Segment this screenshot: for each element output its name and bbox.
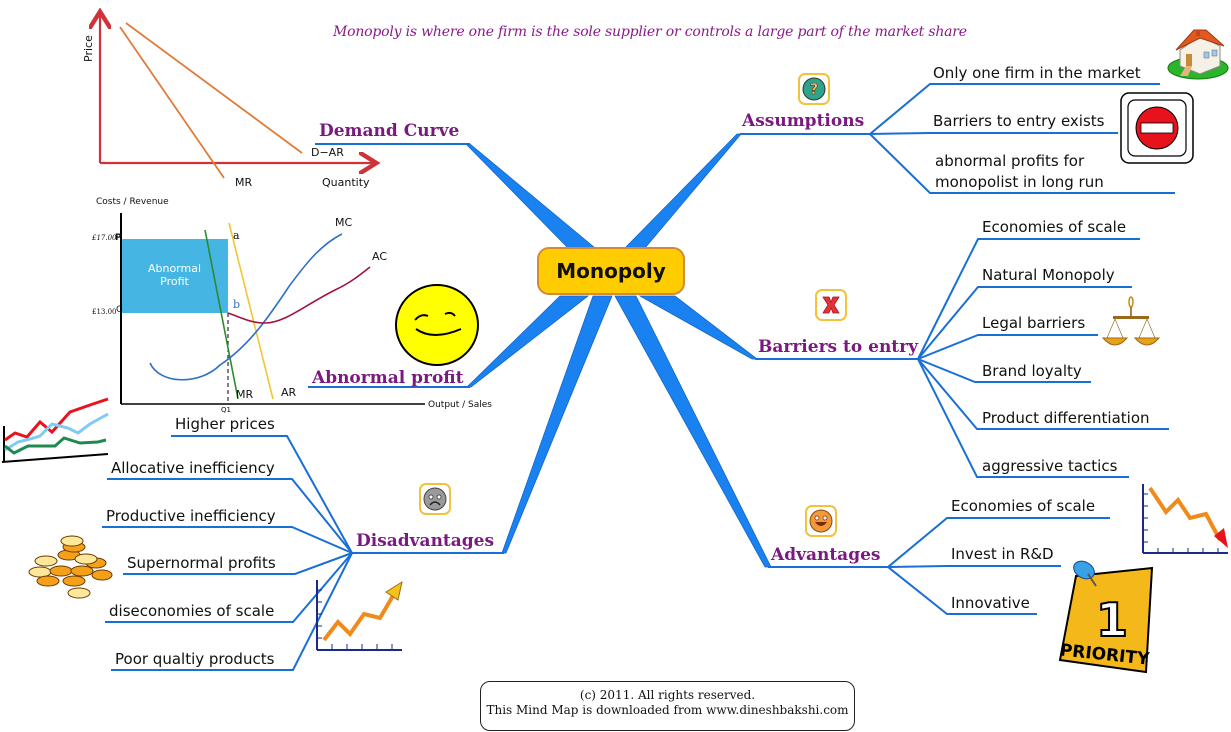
mr-line [119, 26, 225, 179]
central-topic-monopoly[interactable]: Monopoly [537, 247, 685, 295]
branch-disadvantages[interactable]: Disadvantages [356, 531, 495, 551]
barriers-icon-box [815, 289, 847, 321]
assumption-item-1[interactable]: Only one firm in the market [933, 64, 1141, 82]
cost-letter: C [116, 305, 123, 315]
sad-face-icon [423, 487, 447, 511]
point-a-label: a [233, 229, 240, 242]
priority-note-icon: 1 PRIORITY [1058, 560, 1154, 674]
ac-curve [227, 266, 371, 324]
disadvantage-item-1[interactable]: Higher prices [175, 415, 275, 433]
disadvantage-item-2[interactable]: Allocative inefficiency [111, 459, 275, 477]
branch-assumptions[interactable]: Assumptions [742, 111, 865, 131]
scales-of-justice-icon [1101, 296, 1161, 346]
price-tick-label: £17.00 [92, 234, 117, 242]
connector-demand-curve [465, 143, 597, 249]
abnormal-profit-graph [120, 213, 425, 405]
point-b-label: b [233, 298, 241, 311]
assumption-item-2[interactable]: Barriers to entry exists [933, 112, 1105, 130]
branch-barriers-to-entry[interactable]: Barriers to entry [758, 337, 918, 357]
assumptions-icon-box: ? [798, 73, 830, 105]
mc-label: MC [335, 216, 353, 229]
barrier-item-6[interactable]: aggressive tactics [982, 457, 1118, 475]
assumption-item-3-line2[interactable]: monopolist in long run [935, 173, 1104, 191]
branch-demand-curve[interactable]: Demand Curve [319, 121, 460, 141]
priority-number: 1 [1096, 593, 1128, 647]
happy-face-icon [809, 509, 833, 533]
copyright-line: (c) 2011. All rights reserved. [579, 688, 756, 702]
advantages-icon-box [805, 505, 837, 537]
smiley-face-icon [395, 284, 479, 366]
cost-tick-label: £13.00 [92, 308, 117, 316]
disadvantage-item-6[interactable]: Poor qualtiy products [115, 650, 275, 668]
disadvantage-item-4[interactable]: Supernormal profits [127, 554, 276, 572]
disadvantage-item-5[interactable]: diseconomies of scale [109, 602, 275, 620]
assumption-item-3-line1[interactable]: abnormal profits for [935, 152, 1085, 170]
line-chart-clipart-icon [1, 397, 109, 463]
mc-curve [149, 233, 343, 381]
price-letter: P [115, 233, 122, 243]
branch-advantages[interactable]: Advantages [771, 545, 881, 565]
advantage-item-2[interactable]: Invest in R&D [951, 545, 1054, 563]
question-icon: ? [802, 77, 826, 101]
ar-label: AR [281, 386, 297, 399]
abnormal-profit-region [121, 239, 228, 313]
ac-label: AC [372, 250, 388, 263]
mr-curve [204, 229, 239, 400]
x-mark-icon [822, 296, 840, 314]
connector-abnormal-profit [466, 295, 590, 388]
coins-stack-icon [28, 535, 113, 599]
barrier-item-3[interactable]: Legal barriers [982, 314, 1086, 332]
abnormal-x-axis-label: Output / Sales [428, 400, 492, 410]
mr-label: MR [236, 388, 254, 401]
definition-tagline: Monopoly is where one firm is the sole s… [333, 24, 967, 40]
demand-x-axis-label: Quantity [322, 176, 370, 189]
barrier-item-4[interactable]: Brand loyalty [982, 362, 1082, 380]
disadvantage-item-3[interactable]: Productive inefficiency [106, 507, 276, 525]
advantage-item-1[interactable]: Economies of scale [951, 497, 1096, 515]
demand-mr-label: MR [235, 176, 253, 189]
demand-y-axis-label: Price [82, 35, 95, 62]
demand-curve-graph [80, 8, 390, 179]
demand-ar-label: D−AR [311, 146, 344, 159]
abnormal-profit-region-label: Abnormal Profit [147, 262, 202, 288]
disadvantages-icon-box [419, 483, 451, 515]
connector-assumptions [624, 133, 742, 249]
falling-chart-icon [1142, 484, 1228, 554]
barrier-item-1[interactable]: Economies of scale [982, 218, 1127, 236]
connector-disadvantages [501, 295, 613, 554]
q1-label: Q1 [221, 406, 231, 414]
abnormal-y-axis-label: Costs / Revenue [96, 197, 169, 207]
barrier-item-2[interactable]: Natural Monopoly [982, 266, 1115, 284]
barrier-item-5[interactable]: Product differentiation [982, 409, 1150, 427]
house-icon [1167, 29, 1229, 80]
connector-advantages [614, 295, 772, 568]
download-source-line: This Mind Map is downloaded from www.din… [486, 703, 849, 717]
demand-ar-line [125, 22, 303, 154]
ar-curve [228, 222, 274, 400]
branch-abnormal-profit[interactable]: Abnormal profit [312, 368, 464, 388]
copyright-footer: (c) 2011. All rights reserved. This Mind… [480, 681, 855, 731]
no-entry-icon [1120, 92, 1194, 164]
rising-chart-icon [316, 580, 403, 651]
advantage-item-3[interactable]: Innovative [951, 594, 1030, 612]
svg-text:?: ? [810, 80, 819, 98]
